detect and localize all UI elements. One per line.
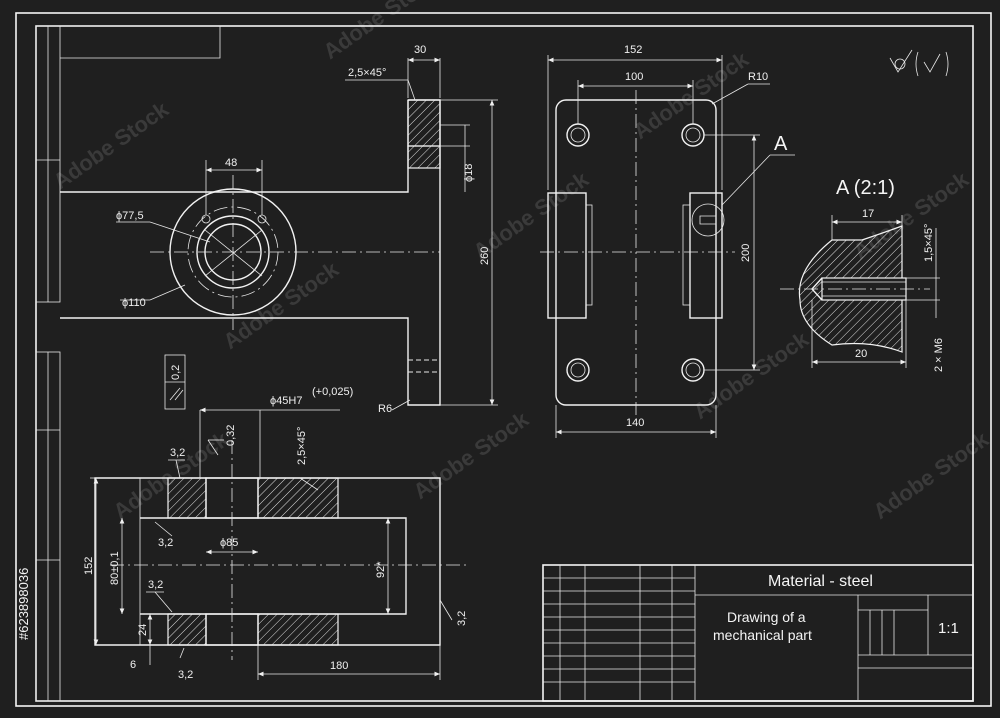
- watermark-text: Adobe Stock: [629, 46, 754, 144]
- section-view-dimensions: 0,2 ϕ45H7 (+0,025) 0,32 2,5×45° 3,2 3,2 …: [83, 365, 468, 681]
- stock-id-text: #623898036: [16, 568, 31, 640]
- dim-d85: ϕ85: [220, 537, 238, 549]
- dim-fit-tolerance: (+0,025): [312, 386, 353, 398]
- dim-32d: 3,2: [178, 669, 193, 681]
- dim-chamfer-25b: 2,5×45°: [296, 427, 308, 465]
- detail-view-title: A (2:1): [836, 177, 895, 199]
- dim-r10: R10: [748, 71, 768, 83]
- dim-20: 20: [855, 348, 867, 360]
- sheet-frame: [15, 12, 992, 707]
- front-view: [60, 99, 441, 406]
- dim-tol-02: 0,2: [170, 365, 182, 380]
- dim-r6: R6: [378, 403, 392, 415]
- title-block: [542, 564, 974, 702]
- dim-32c: 3,2: [148, 579, 163, 591]
- watermark-text: Adobe Stock: [689, 326, 814, 424]
- section-view: [94, 354, 470, 660]
- watermark-text: Adobe Stock: [49, 96, 174, 194]
- dim-260: 260: [479, 247, 491, 265]
- dim-152-vertical: 152: [83, 557, 95, 575]
- dim-100: 100: [625, 71, 643, 83]
- dim-24: 24: [137, 624, 149, 636]
- dim-180: 180: [330, 660, 348, 672]
- dim-thread: 2 × M6: [933, 338, 945, 372]
- watermark-text: Adobe Stock: [219, 256, 344, 354]
- dim-d110: ϕ110: [122, 297, 146, 309]
- dim-032: 0,32: [225, 425, 237, 446]
- scale-label: 1:1: [938, 620, 959, 637]
- dim-152: 152: [624, 44, 642, 56]
- dim-200: 200: [740, 244, 752, 262]
- dim-32e: 3,2: [456, 611, 468, 626]
- material-label: Material - steel: [768, 573, 873, 590]
- dim-6: 6: [130, 659, 136, 671]
- watermark-text: Adobe Stock: [869, 426, 994, 524]
- detail-callout-letter: A: [774, 133, 788, 155]
- dim-92: 92*: [375, 561, 387, 578]
- dim-80: 80±0,1: [109, 551, 121, 585]
- side-view: [540, 90, 735, 415]
- detail-view-dimensions: 17 20 1,5×45° 2 × M6: [811, 208, 945, 372]
- surface-finish-symbol: [889, 49, 949, 77]
- dim-fit-45h7: ϕ45H7: [270, 395, 302, 407]
- front-view-dimensions: 48 ϕ77,5 ϕ110 30 2,5×45° ϕ18 260 R6: [116, 44, 498, 415]
- watermark-text: Adobe Stock: [409, 406, 534, 504]
- dim-32b: 3,2: [158, 537, 173, 549]
- side-view-dimensions: 152 100 R10 200 140: [547, 44, 795, 438]
- dim-d18: ϕ18: [463, 164, 475, 182]
- dim-140: 140: [626, 417, 644, 429]
- detail-view: [780, 225, 930, 353]
- dim-30: 30: [414, 44, 426, 56]
- dim-chamfer-15: 1,5×45°: [923, 224, 935, 262]
- drawing-title-line1: Drawing of a: [727, 609, 806, 625]
- dim-d77: ϕ77,5: [116, 210, 144, 222]
- drawing-title-line2: mechanical part: [713, 627, 812, 643]
- dim-chamfer-25: 2,5×45°: [348, 67, 386, 79]
- dim-48: 48: [225, 157, 237, 169]
- dim-32a: 3,2: [170, 447, 185, 459]
- dim-17: 17: [862, 208, 874, 220]
